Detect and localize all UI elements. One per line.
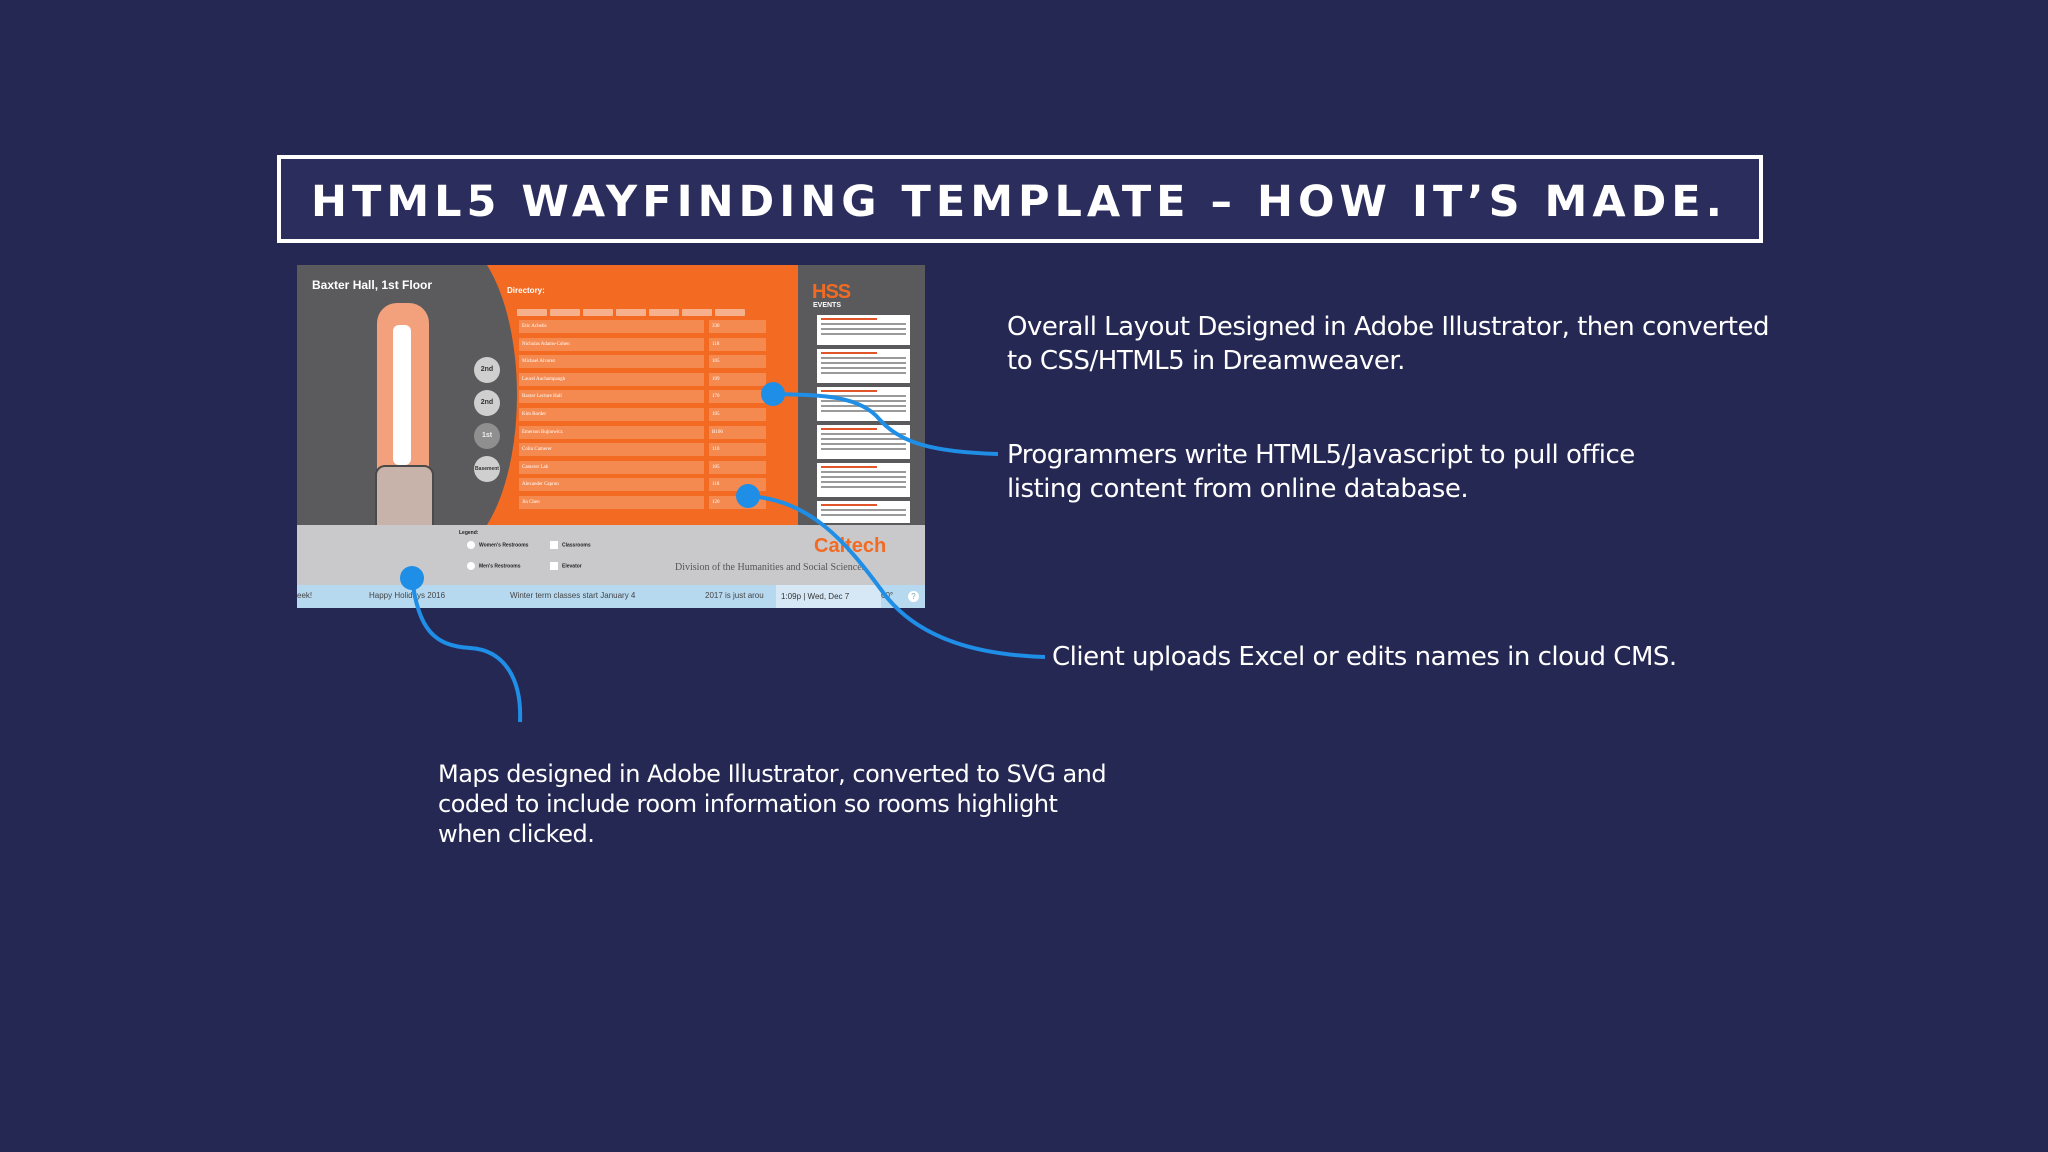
callout-client-line: Client uploads Excel or edits names in c… [1052,642,1677,672]
legend-womens-restroom: Women's Restrooms [467,541,528,549]
legend-mens-restroom: Men's Restrooms [467,562,520,570]
legend-classrooms: Classrooms [550,541,591,549]
directory-room: 109 [709,372,766,386]
callout-programmers: Programmers write HTML5/Javascript to pu… [1007,438,1635,506]
arrow-client [736,484,1046,659]
event-card[interactable] [817,315,910,345]
directory-row[interactable]: Michael Alvarez 105 [519,355,782,369]
directory-room: 170 [709,390,766,404]
callout-layout-line: Overall Layout Designed in Adobe Illustr… [1007,312,1769,342]
directory-room: B106 [709,425,766,439]
ticker-item: 2017 is just arou [705,591,764,600]
callout-client: Client uploads Excel or edits names in c… [1052,640,1677,674]
classroom-icon [550,541,558,549]
ticker-item: Winter term classes start January 4 [510,591,636,600]
directory-name: Jin Chen [519,495,704,509]
callout-maps: Maps designed in Adobe Illustrator, conv… [438,759,1107,849]
elevator-icon [550,562,558,570]
directory-name: Kim Border [519,407,704,421]
directory-tab[interactable] [715,309,745,316]
event-card[interactable] [817,501,910,523]
legend-label: Legend: [459,530,479,536]
hss-logo: HSS [812,281,851,303]
directory-room: 105 [709,407,766,421]
callout-layout-line: to CSS/HTML5 in Dreamweaver. [1007,346,1405,376]
callout-programmers-line: listing content from online database. [1007,474,1469,504]
directory-row[interactable]: Laurel Auchampaugh 109 [519,372,782,386]
arrow-programmers [761,382,999,456]
floor-title: Baxter Hall, 1st Floor [312,278,433,292]
directory-filter-tabs [517,303,782,316]
callout-maps-line: coded to include room information so roo… [438,790,1058,818]
directory-row[interactable]: Camerer Lab 105 [519,460,782,474]
caltech-logo: Caltech [814,535,887,557]
directory-name: Baxter Lecture Hall [519,390,704,404]
directory-name: Eric Achelis [519,320,704,333]
directory-room: 330 [709,320,766,333]
directory-tab[interactable] [517,309,547,316]
directory-name: Camerer Lab [519,460,704,474]
floor-button-1[interactable]: 1st [474,423,500,449]
directory-row[interactable]: Eric Achelis 330 [519,320,782,333]
directory-room: 118 [709,337,766,351]
clock-date: 1:09p | Wed, Dec 7 [776,585,881,608]
floor-button-2[interactable]: 2nd [474,390,500,416]
event-card[interactable] [817,349,910,383]
slide-title: HTML5 WAYFINDING TEMPLATE – HOW IT’S MAD… [311,177,1728,227]
directory-name: Laurel Auchampaugh [519,372,704,386]
directory-name: Colin Camerer [519,443,704,457]
directory-label: Directory: [507,286,545,295]
arrow-maps [400,566,523,723]
directory-tab[interactable] [583,309,613,316]
ticker-item: Happy Holidays 2016 [369,591,446,600]
callout-layout: Overall Layout Designed in Adobe Illustr… [1007,310,1769,378]
directory-name: Emerson Bujnowicz [519,425,704,439]
callout-programmers-line: Programmers write HTML5/Javascript to pu… [1007,440,1635,470]
events-heading: EVENTS [813,302,842,309]
callout-maps-line: Maps designed in Adobe Illustrator, conv… [438,760,1107,788]
directory-tab[interactable] [616,309,646,316]
directory-row[interactable]: Baxter Lecture Hall 170 [519,390,782,404]
directory-row[interactable]: Colin Camerer 110 [519,443,782,457]
floor-button-basement[interactable]: Basement [474,456,500,482]
restroom-icon [467,562,475,570]
directory-room: 110 [709,443,766,457]
directory-room: 105 [709,355,766,369]
help-icon[interactable]: ? [908,591,919,602]
legend-elevator: Elevator [550,562,582,570]
directory-name: Nicholas Adams-Cohen [519,337,704,351]
directory-row[interactable]: Kim Border 105 [519,407,782,421]
ticker-item: eek! [297,591,313,600]
floor-button-3[interactable]: 2nd [474,357,500,383]
slide-title-box: HTML5 WAYFINDING TEMPLATE – HOW IT’S MAD… [277,155,1763,243]
directory-tab[interactable] [682,309,712,316]
callout-maps-line: when clicked. [438,820,595,848]
event-card[interactable] [817,463,910,497]
directory-name: Alexander Capron [519,478,704,492]
directory-tab[interactable] [550,309,580,316]
restroom-icon [467,541,475,549]
division-name: Division of the Humanities and Social Sc… [675,562,866,573]
directory-row[interactable]: Emerson Bujnowicz B106 [519,425,782,439]
directory-room: 105 [709,460,766,474]
directory-name: Michael Alvarez [519,355,704,369]
directory-row[interactable]: Nicholas Adams-Cohen 118 [519,337,782,351]
directory-tab[interactable] [649,309,679,316]
floor-map-corridor [393,325,411,465]
